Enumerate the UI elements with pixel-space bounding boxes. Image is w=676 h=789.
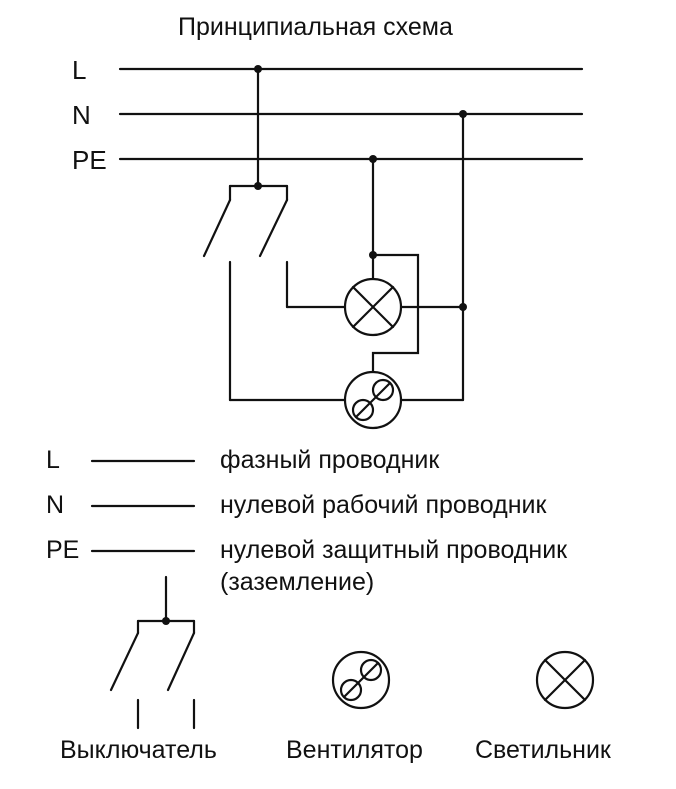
bus-label-pe: PE [72,145,107,175]
lamp-symbol [343,277,403,337]
pe-fan-wire [371,253,420,374]
bus-label-n: N [72,100,91,130]
legend-code-l: L [46,446,60,474]
legend-code-pe: PE [46,536,80,564]
legend-text-pe: нулевой защитный проводник [220,536,568,564]
fan-symbol [343,370,403,430]
junction-dot [369,251,377,259]
junction-dot [162,617,170,625]
switch-left-blade [202,198,232,258]
caption-switch: Выключатель [60,736,217,764]
legend-text-pe-note: (заземление) [220,568,375,596]
junction-dot [459,110,467,118]
caption-lamp: Светильник [475,736,611,764]
junction-dot [369,155,377,163]
junction-dot [254,182,262,190]
legend-text-n: нулевой рабочий проводник [220,491,547,519]
junction-dot [459,303,467,311]
legend-code-n: N [46,491,65,519]
junction-dot [254,65,262,73]
bus-label-l: L [72,55,87,85]
diagram-title: Принципиальная схема [178,13,453,41]
switch-right-blade [258,198,289,258]
legend-text-l: фазный проводник [220,446,440,474]
caption-fan: Вентилятор [286,736,423,764]
